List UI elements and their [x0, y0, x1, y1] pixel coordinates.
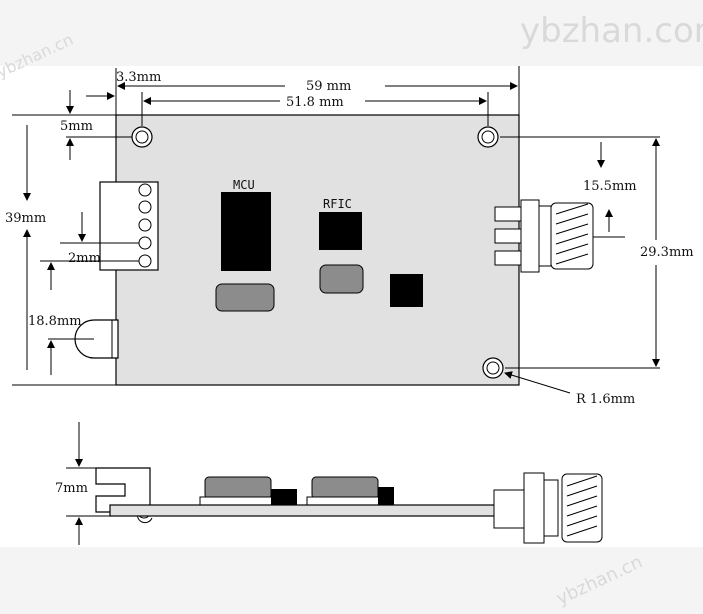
ir-receiver: [74, 319, 119, 359]
side-pin-header: [95, 467, 151, 513]
side-view: 7mm: [55, 422, 603, 545]
footer-band: [0, 547, 703, 614]
side-crystal-left: [204, 476, 272, 500]
dim-thickness: 7mm: [55, 481, 88, 496]
side-pcb: [109, 504, 527, 517]
mcu-chip: [221, 192, 271, 271]
dim-top-offset: 5mm: [60, 119, 93, 134]
mounting-hole-top-left: [131, 126, 153, 148]
header-band: [0, 0, 703, 66]
watermark-corner-top: ybzhan.cn: [0, 30, 76, 82]
dim-hole-spacing: 51.8 mm: [286, 95, 344, 110]
mcu-label: MCU: [233, 178, 255, 192]
side-black-component-1: [271, 489, 297, 505]
mounting-hole-top-right: [477, 126, 499, 148]
dim-height: 39mm: [5, 211, 46, 226]
dim-antenna-offset: 15.5mm: [583, 179, 637, 194]
dim-ir-height: 18.8mm: [28, 314, 82, 329]
dim-hole-vertical: 29.3mm: [640, 245, 694, 260]
top-view: MCU RFIC: [5, 66, 694, 407]
pcb-board: [115, 114, 520, 386]
watermark-corner-bottom: ybzhan.cn: [553, 551, 646, 609]
watermark-header: ybzhan.com: [520, 11, 703, 51]
dim-left-offset: 3.3mm: [116, 70, 161, 85]
small-ic: [390, 274, 423, 307]
dim-pin-pitch: 2mm: [68, 251, 101, 266]
mounting-hole-bottom-right: [482, 357, 504, 379]
crystal-right: [319, 264, 364, 294]
crystal-left: [215, 283, 275, 312]
rfic-chip: [319, 212, 362, 250]
rfic-label: RFIC: [323, 197, 352, 211]
dim-hole-radius: R 1.6mm: [576, 392, 635, 407]
antenna-connector: [494, 199, 594, 273]
side-antenna-connector: [493, 472, 603, 544]
dim-total-width: 59 mm: [306, 79, 351, 94]
side-crystal-right: [311, 476, 379, 500]
side-black-component-2: [378, 487, 394, 505]
pin-header: [99, 181, 159, 271]
